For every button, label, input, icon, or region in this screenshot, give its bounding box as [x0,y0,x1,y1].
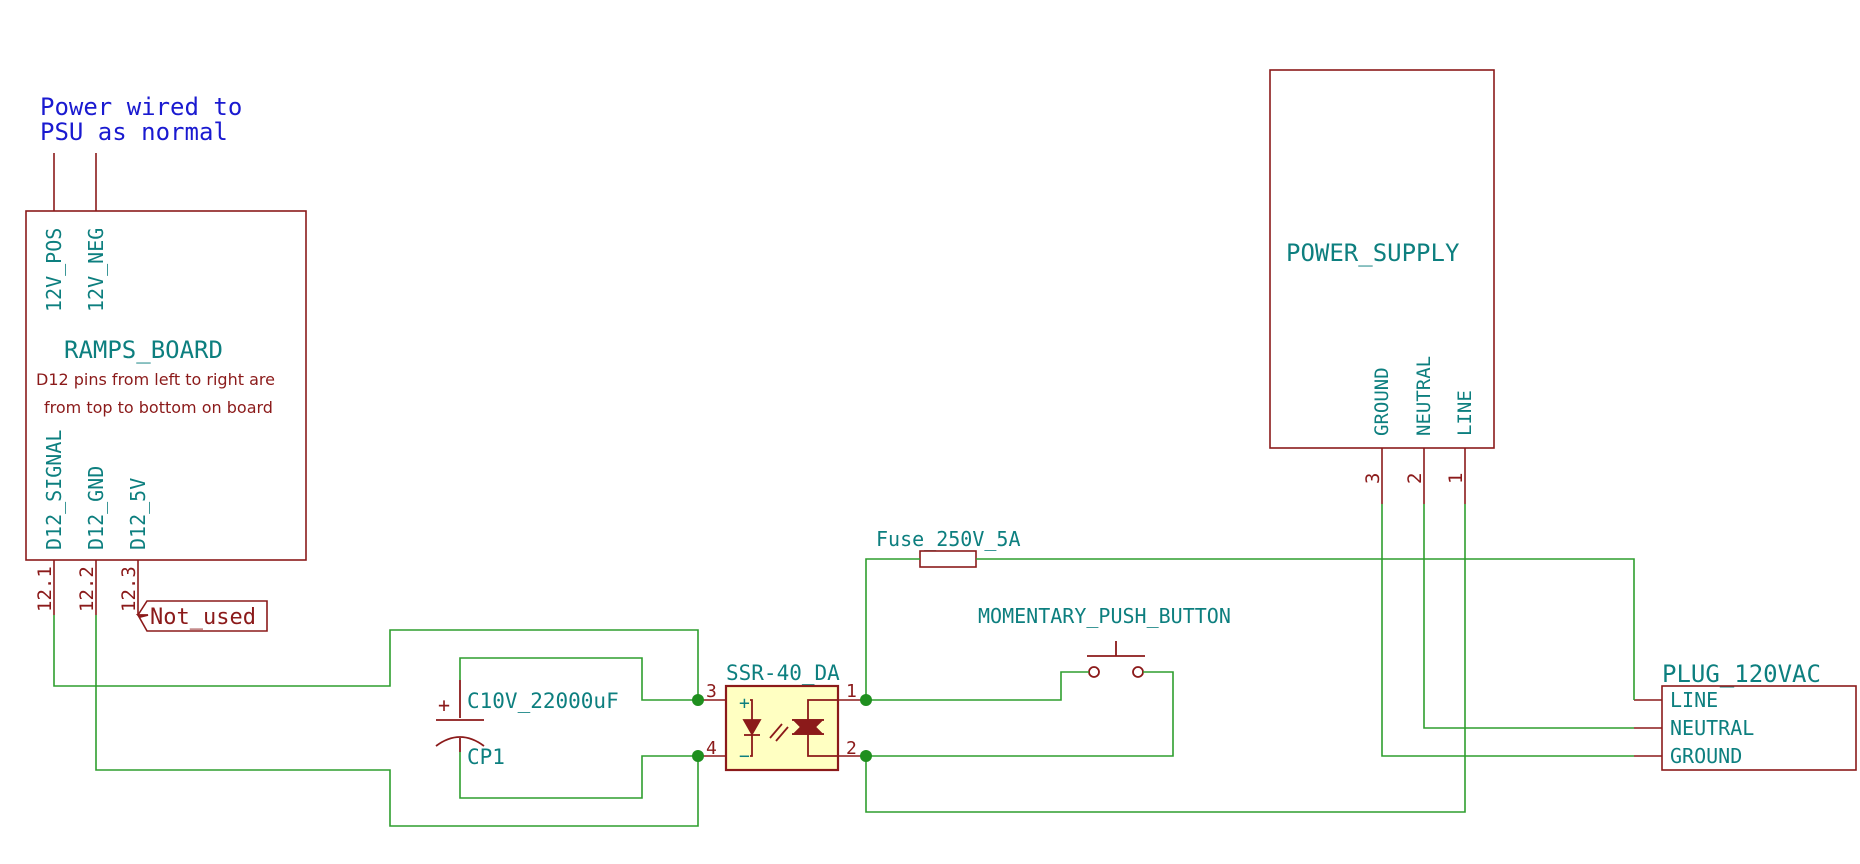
ssr-minus-sign: − [739,746,750,767]
power-note-line-1: Power wired to [40,93,242,121]
psu-pin-number-1: 1 [1445,473,1467,484]
plug-pin-neutral: NEUTRAL [1670,716,1754,740]
capacitor-plus-sign: + [438,693,450,717]
wire-d12-gnd [95,615,699,827]
push-button-label: MOMENTARY_PUSH_BUTTON [978,604,1231,628]
ramps-pin-12v-pos-label: 12V_POS [42,228,66,312]
plug-pin-line: LINE [1670,688,1718,712]
wire-cap-minus [459,752,698,799]
not-used-label: Not_used [150,605,256,630]
power-note: Power wired to PSU as normal [40,93,242,146]
push-button-contact-left [1088,666,1100,678]
ramps-board[interactable]: 12V_POS 12V_NEG RAMPS_BOARD D12 pins fro… [25,153,307,632]
wire-cap-plus [459,657,698,701]
junction-ssr-pin3 [692,694,704,706]
ssr-light-arrow-icon [769,723,783,739]
psu-pin-ground-label: GROUND [1371,367,1393,436]
ramps-pin-number-12-1: 12.1 [34,566,56,612]
plug-pin-ground: GROUND [1670,744,1742,768]
fuse-label: Fuse_250V_5A [876,527,1021,551]
wire-psu-neutral-to-plug [1423,504,1634,729]
ramps-board-outline [25,210,307,561]
push-button-contact-right [1132,666,1144,678]
ramps-board-title: RAMPS_BOARD [64,336,223,364]
wire-button-to-ssr2 [866,671,1174,757]
ssr-40-da[interactable]: SSR-40_DA 3 4 1 2 + − [698,661,866,772]
ssr-title: SSR-40_DA [726,661,840,685]
power-supply[interactable]: POWER_SUPPLY GROUND NEUTRAL LINE 3 2 1 [1269,69,1495,504]
wire-ssr2-to-psu-line [865,504,1466,813]
psu-pin-number-3: 3 [1362,473,1384,484]
ramps-pin-12v-neg-label: 12V_NEG [84,228,108,312]
power-note-line-2: PSU as normal [40,118,228,146]
ramps-pin-d12-5v-label: D12_5V [126,478,150,550]
plug-title: PLUG_120VAC [1662,660,1821,688]
ramps-note-line-2: from top to bottom on board [44,398,273,417]
capacitor-cp1[interactable]: + C10V_22000uF CP1 [435,680,619,769]
ramps-pin-d12-signal-label: D12_SIGNAL [42,430,66,550]
wire-fuse-to-plug-line [976,558,1635,700]
ssr-pin-1: 1 [846,681,857,702]
not-used-flag [137,600,268,632]
momentary-push-button[interactable]: MOMENTARY_PUSH_BUTTON [978,604,1231,678]
ramps-pin-number-12-3: 12.3 [118,566,140,612]
capacitor-plate-negative [435,736,485,747]
power-supply-title: POWER_SUPPLY [1286,239,1460,267]
capacitor-value: C10V_22000uF [467,689,619,713]
ramps-pin-number-12-2: 12.2 [76,566,98,612]
ssr-led-icon [742,719,762,736]
wire-ssr1-to-button [866,671,1089,701]
junction-ssr-pin1 [860,694,872,706]
junctions [692,694,872,762]
wire-psu-ground-to-plug [1381,504,1634,757]
fuse[interactable]: Fuse_250V_5A [876,527,1021,568]
junction-ssr-pin4 [692,750,704,762]
ssr-plus-sign: + [739,693,750,714]
ssr-pin-2: 2 [846,738,857,759]
wire-ssr1-to-fuse [865,558,920,700]
ramps-note-line-1: D12 pins from left to right are [36,370,275,389]
ssr-pin-4: 4 [706,738,717,759]
psu-pin-neutral-label: NEUTRAL [1413,356,1435,436]
psu-pin-number-2: 2 [1404,473,1426,484]
ramps-pin-d12-gnd-label: D12_GND [84,466,108,550]
capacitor-ref: CP1 [467,745,505,769]
wire-d12-signal [53,615,699,700]
wires-right [865,504,1635,813]
plug-120vac[interactable]: PLUG_120VAC LINE NEUTRAL GROUND [1634,660,1857,771]
psu-pin-line-label: LINE [1454,390,1476,436]
fuse-body [919,550,977,568]
ssr-pin-3: 3 [706,681,717,702]
junction-ssr-pin2 [860,750,872,762]
wires-left [53,615,699,827]
